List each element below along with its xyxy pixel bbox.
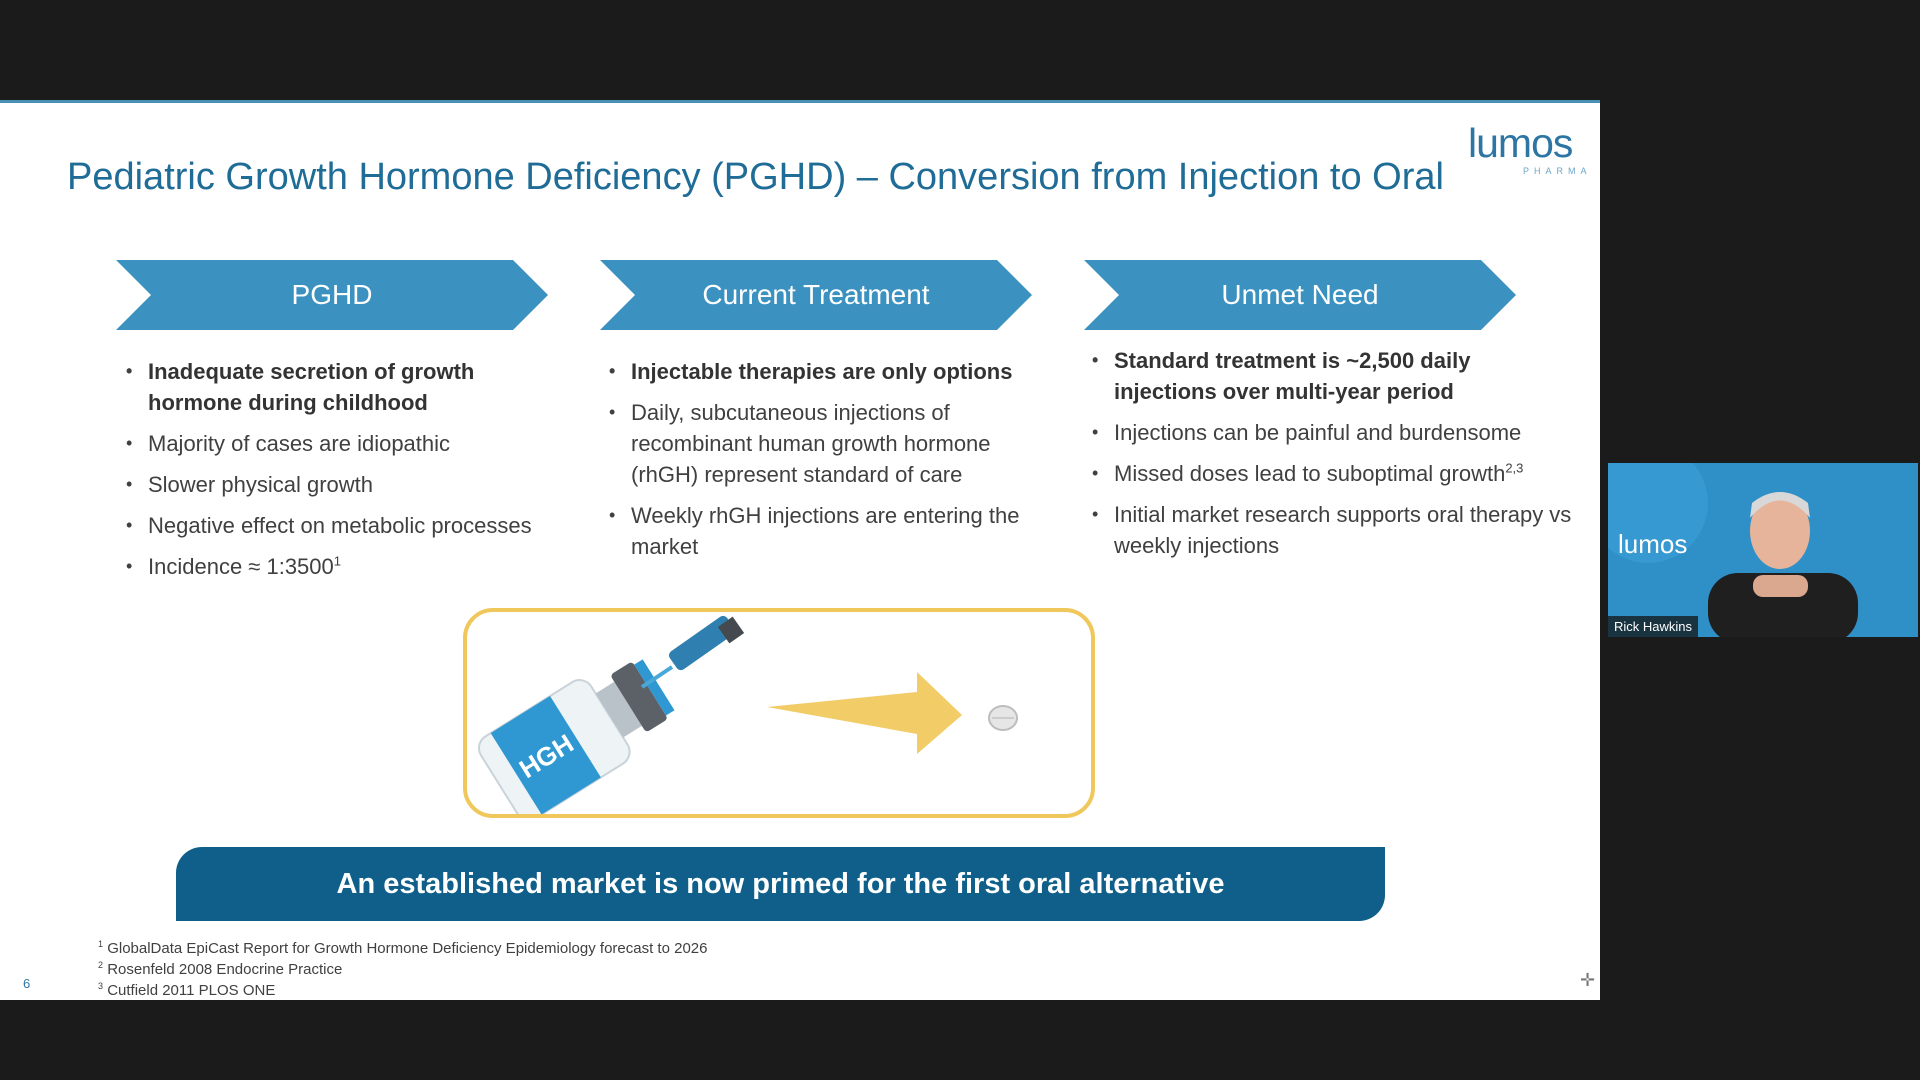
footnote-item: 2 Rosenfeld 2008 Endocrine Practice [98, 957, 707, 978]
page-number: 6 [23, 976, 31, 991]
syringe-icon [640, 615, 745, 689]
presentation-slide: Pediatric Growth Hormone Deficiency (PGH… [0, 100, 1600, 1000]
footnote-ref: 1 [333, 553, 341, 569]
bullet-text: Missed doses lead to suboptimal growth [1114, 461, 1506, 486]
chevron-shape [1084, 260, 1516, 330]
footnote-text: GlobalData EpiCast Report for Growth Hor… [107, 940, 708, 957]
logo-wordmark: lumos [1468, 120, 1573, 166]
bullet-item: Majority of cases are idiopathic [126, 428, 566, 459]
bullet-item: Slower physical growth [126, 469, 566, 500]
chevron-label: Unmet Need [1221, 279, 1379, 310]
footnote-number: 2 [98, 960, 104, 970]
footnote-item: 1 GlobalData EpiCast Report for Growth H… [98, 936, 707, 957]
chevron-shape [116, 260, 548, 330]
conversion-arrow-icon [767, 672, 962, 754]
footnote-number: 3 [98, 981, 104, 991]
bullet-item: Daily, subcutaneous injections of recomb… [609, 397, 1049, 490]
footnote-text: Rosenfeld 2008 Endocrine Practice [107, 961, 343, 978]
chevron-shape [600, 260, 1032, 330]
bullet-item: Standard treatment is ~2,500 daily injec… [1092, 345, 1572, 407]
bullet-item: Missed doses lead to suboptimal growth2,… [1092, 458, 1572, 489]
bullet-item: Incidence ≈ 1:35001 [126, 551, 566, 582]
logo-subtitle: PHARMA [1523, 166, 1592, 176]
move-handle-icon[interactable]: ✛ [1580, 970, 1596, 990]
key-message-banner: An established market is now primed for … [176, 847, 1385, 921]
illustration-graphic: HGH [478, 615, 1018, 814]
participant-video-tile[interactable]: lumos Rick Hawkins [1608, 463, 1918, 637]
bullet-list-current-treatment: Injectable therapies are only options Da… [609, 356, 1049, 572]
participant-name-label: Rick Hawkins [1608, 616, 1699, 637]
footnotes: 1 GlobalData EpiCast Report for Growth H… [98, 936, 707, 999]
chevron-label: PGHD [291, 279, 373, 310]
company-logo: lumos PHARMA [1468, 120, 1596, 180]
bullet-item: Injectable therapies are only options [609, 356, 1049, 387]
chevron-header-unmet-need: Unmet Need [1084, 260, 1516, 330]
footnote-item: 3 Cutfield 2011 PLOS ONE [98, 978, 707, 999]
bullet-text: Incidence ≈ 1:3500 [148, 554, 334, 579]
footnote-ref: 2,3 [1505, 460, 1524, 476]
oral-pill-icon [988, 705, 1018, 731]
chevron-header-pghd: PGHD [116, 260, 548, 330]
chevron-header-current-treatment: Current Treatment [600, 260, 1032, 330]
slide-top-border [0, 100, 1600, 103]
chevron-label: Current Treatment [702, 279, 930, 310]
bullet-list-unmet-need: Standard treatment is ~2,500 daily injec… [1092, 345, 1572, 571]
bullet-item: Weekly rhGH injections are entering the … [609, 500, 1049, 562]
bullet-item: Negative effect on metabolic processes [126, 510, 566, 541]
bullet-item: Inadequate secretion of growth hormone d… [126, 356, 566, 418]
video-frame: lumos [1608, 463, 1918, 637]
hgh-vial-icon: HGH [478, 659, 675, 814]
slide-title: Pediatric Growth Hormone Deficiency (PGH… [67, 156, 1444, 198]
bullet-item: Initial market research supports oral th… [1092, 499, 1572, 561]
bullet-list-pghd: Inadequate secretion of growth hormone d… [126, 356, 566, 592]
footnote-text: Cutfield 2011 PLOS ONE [107, 982, 276, 999]
footnote-number: 1 [98, 939, 104, 949]
video-background-logo: lumos [1618, 529, 1687, 559]
bullet-item: Injections can be painful and burdensome [1092, 417, 1572, 448]
injection-to-oral-illustration: HGH [463, 608, 1095, 818]
